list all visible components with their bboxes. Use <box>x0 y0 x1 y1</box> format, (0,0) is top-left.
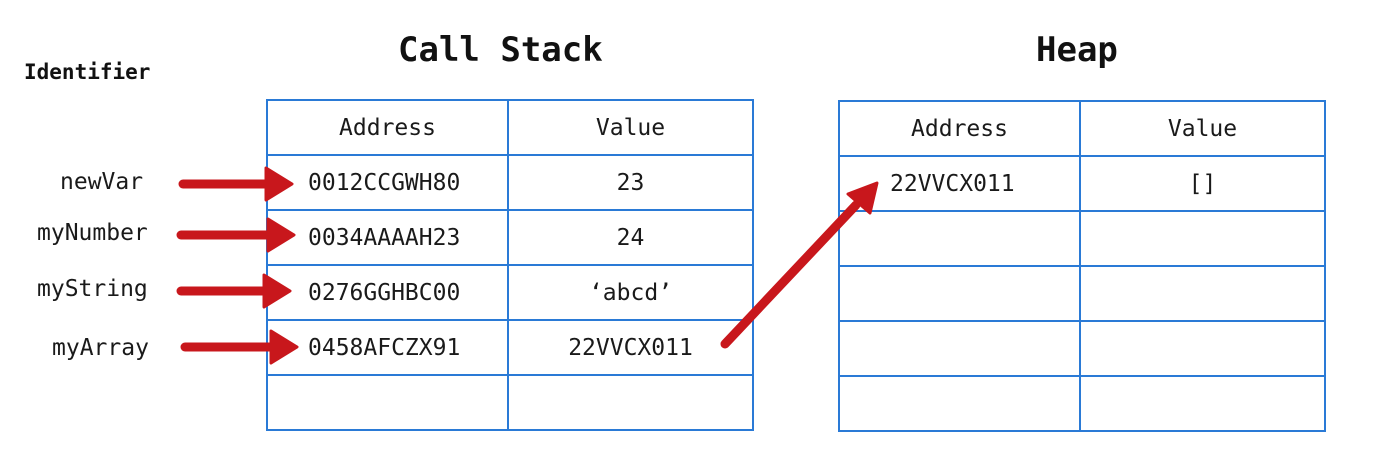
heap-row <box>838 210 1326 267</box>
call-stack-row: 0276GGHBC00 ‘abcd’ <box>266 264 754 321</box>
call-stack-row: 0012CCGWH80 23 <box>266 154 754 211</box>
call-stack-value-cell: 23 <box>507 154 754 211</box>
call-stack-address-cell: 0458AFCZX91 <box>266 319 509 376</box>
heap-value-cell <box>1079 375 1326 432</box>
heap-row <box>838 320 1326 377</box>
call-stack-address-cell: 0276GGHBC00 <box>266 264 509 321</box>
heap-header-row: Address Value <box>838 100 1326 157</box>
heap-value-cell <box>1079 265 1326 322</box>
call-stack-address-cell: 0012CCGWH80 <box>266 154 509 211</box>
heap-address-cell: 22VVCX011 <box>838 155 1081 212</box>
call-stack-value-cell <box>507 374 754 431</box>
identifier-mynumber: myNumber <box>37 220 148 246</box>
heap-table: Address Value 22VVCX011 [] <box>838 100 1326 432</box>
call-stack-value-cell: 24 <box>507 209 754 266</box>
identifier-heading: Identifier <box>24 60 151 84</box>
heap-row <box>838 265 1326 322</box>
heap-value-header: Value <box>1079 100 1326 157</box>
identifier-myarray: myArray <box>52 335 149 361</box>
heap-address-cell <box>838 375 1081 432</box>
call-stack-row <box>266 374 754 431</box>
call-stack-row: 0034AAAAH23 24 <box>266 209 754 266</box>
call-stack-address-cell: 0034AAAAH23 <box>266 209 509 266</box>
call-stack-value-cell: 22VVCX011 <box>507 319 754 376</box>
call-stack-address-cell <box>266 374 509 431</box>
call-stack-title: Call Stack <box>398 30 603 70</box>
identifier-newvar: newVar <box>60 169 144 195</box>
heap-address-cell <box>838 210 1081 267</box>
heap-address-header: Address <box>838 100 1081 157</box>
heap-address-cell <box>838 320 1081 377</box>
heap-title: Heap <box>1036 30 1118 70</box>
call-stack-table: Address Value 0012CCGWH80 23 0034AAAAH23… <box>266 99 754 431</box>
call-stack-value-header: Value <box>507 99 754 156</box>
heap-value-cell <box>1079 320 1326 377</box>
heap-row <box>838 375 1326 432</box>
call-stack-value-cell: ‘abcd’ <box>507 264 754 321</box>
heap-value-cell: [] <box>1079 155 1326 212</box>
call-stack-address-header: Address <box>266 99 509 156</box>
heap-row: 22VVCX011 [] <box>838 155 1326 212</box>
call-stack-header-row: Address Value <box>266 99 754 156</box>
heap-value-cell <box>1079 210 1326 267</box>
heap-address-cell <box>838 265 1081 322</box>
identifier-mystring: myString <box>37 276 148 302</box>
call-stack-row: 0458AFCZX91 22VVCX011 <box>266 319 754 376</box>
